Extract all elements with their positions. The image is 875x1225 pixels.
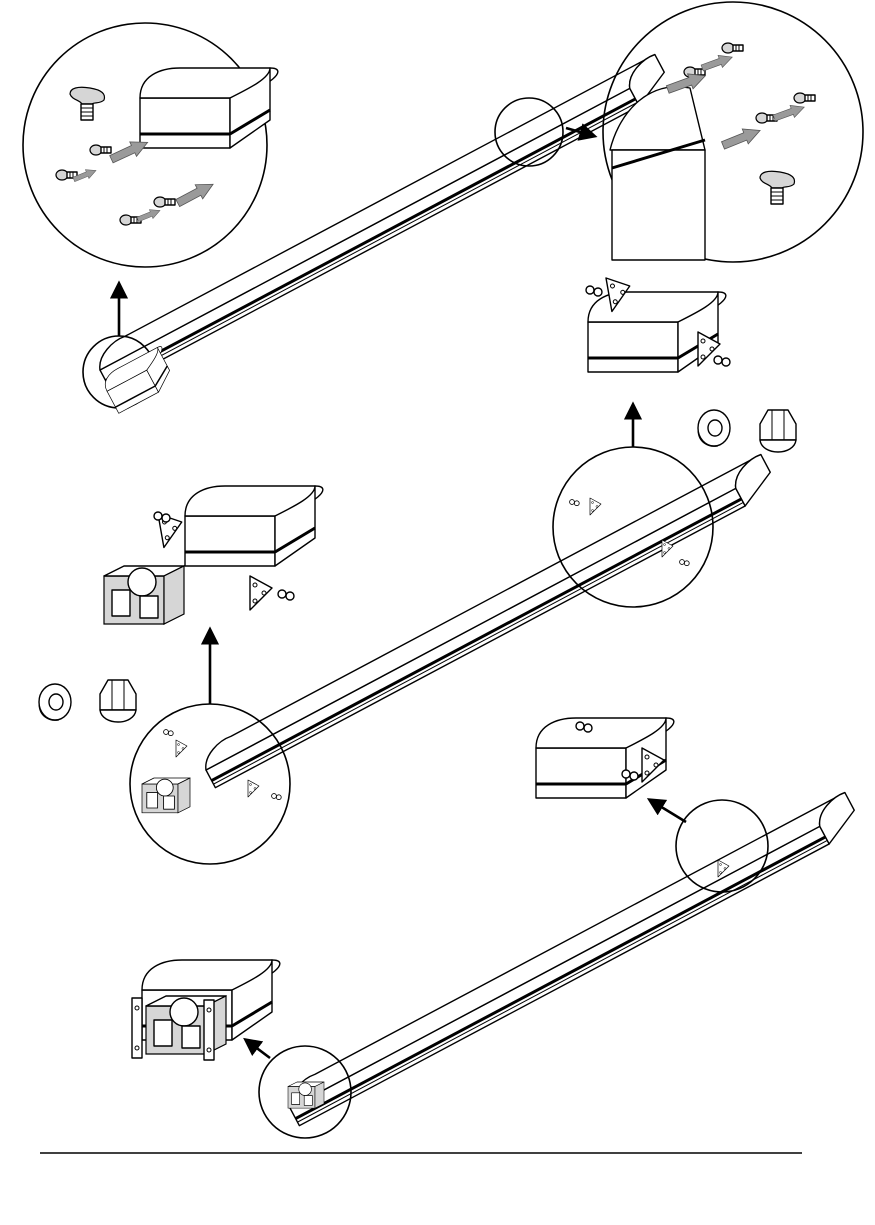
hex-nut-icon — [586, 286, 602, 296]
long-duct — [281, 792, 862, 1125]
fittings-left — [39, 680, 136, 722]
step-3 — [132, 718, 863, 1138]
step-1 — [23, 2, 863, 413]
bracket-detail — [104, 486, 323, 624]
corner-bracket-icon — [590, 498, 601, 515]
washer-icon — [698, 410, 730, 446]
end-cap-block-icon — [104, 566, 184, 624]
right-end-detail — [603, 2, 863, 262]
fittings-right — [698, 410, 796, 452]
left-end-detail — [23, 23, 278, 267]
t-bolt-icon — [70, 87, 104, 120]
pointer-arrow — [246, 1040, 270, 1058]
t-bolt-icon — [760, 171, 794, 204]
right-end-detail — [536, 718, 674, 798]
cap-nut-icon — [100, 680, 136, 722]
washer-icon — [39, 684, 71, 720]
left-end-detail — [132, 960, 280, 1060]
cap-nut-icon — [760, 410, 796, 452]
pointer-arrow — [650, 800, 686, 822]
bracket-detail — [586, 274, 730, 372]
